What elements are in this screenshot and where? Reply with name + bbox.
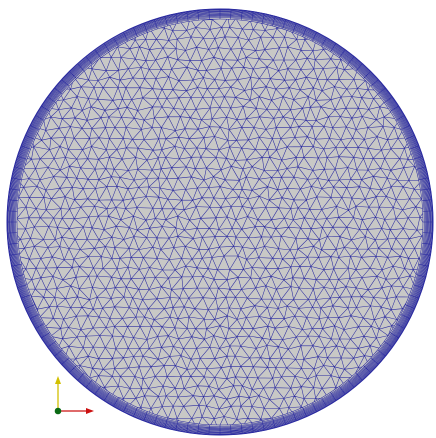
y-axis-arrow-icon [55,376,61,384]
x-axis-arrow-icon [86,408,94,414]
boundary-layer-rings [6,8,434,436]
z-axis-dot [54,407,62,415]
orientation-axes [54,376,94,415]
boundary-spokes [7,9,433,435]
